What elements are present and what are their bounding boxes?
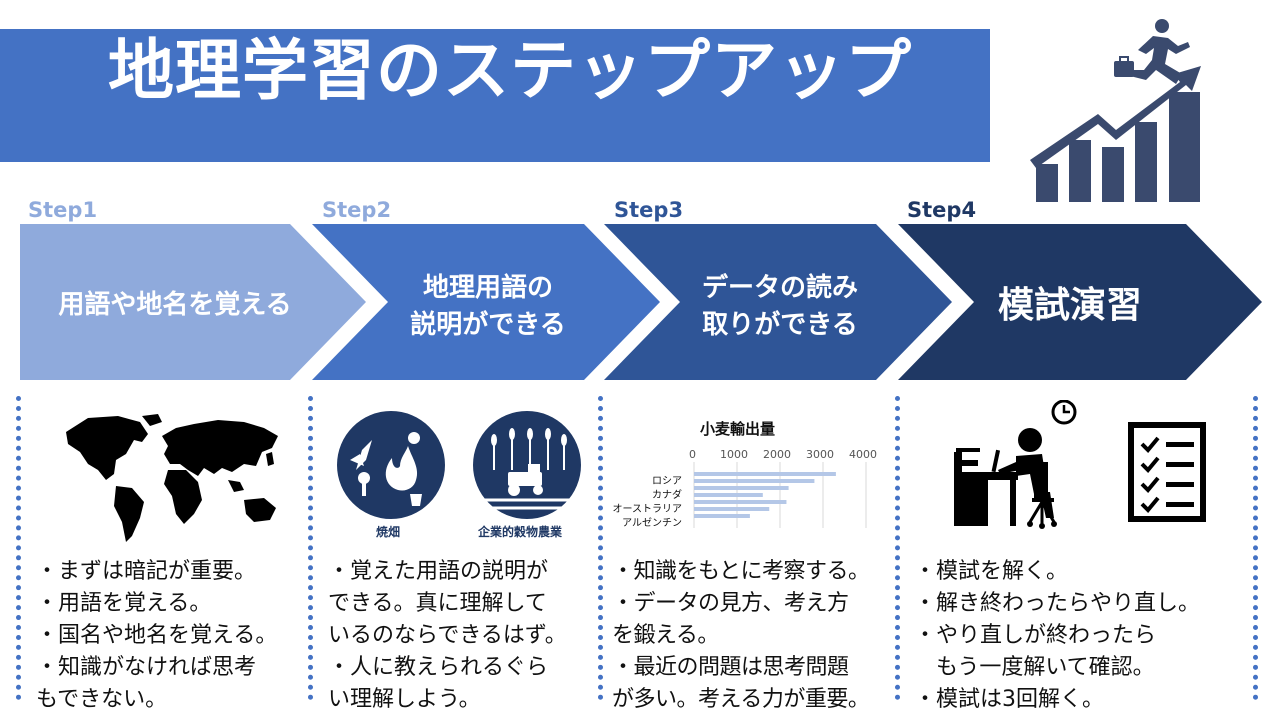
x-tick-2000: 2000 xyxy=(763,448,791,461)
world-map-icon xyxy=(66,414,278,542)
x-tick-0: 0 xyxy=(689,448,696,461)
bar xyxy=(694,486,789,490)
step-arrows xyxy=(20,224,1262,380)
category-russia: ロシア xyxy=(652,476,682,487)
separator-2 xyxy=(308,396,313,700)
wheat-export-chart xyxy=(693,462,867,528)
bar xyxy=(694,514,750,518)
separator-5 xyxy=(1253,396,1258,700)
x-tick-3000: 3000 xyxy=(806,448,834,461)
commercial-grain-farming-label: 企業的穀物農業 xyxy=(478,525,563,539)
page-title: 地理学習のステップアップ xyxy=(108,32,912,109)
step2-description: ・覚えた用語の説明が できる。真に理解して いるのならできるはず。 ・人に教えら… xyxy=(328,559,567,712)
businessman-rising-chart-icon xyxy=(1030,19,1201,202)
step3-label: Step3 xyxy=(614,198,684,222)
step4-label: Step4 xyxy=(907,198,977,222)
title-banner xyxy=(0,29,990,162)
step2-heading: 地理用語の 説明ができる xyxy=(410,273,566,340)
step4-arrow xyxy=(898,224,1262,380)
step2-arrow xyxy=(312,224,660,380)
chart-title: 小麦輸出量 xyxy=(700,420,776,438)
checklist-icon xyxy=(1128,422,1206,522)
step3-heading: データの読み 取りができる xyxy=(701,273,858,340)
step3-arrow xyxy=(604,224,952,380)
commercial-grain-farming-icon xyxy=(473,411,581,519)
step1-arrow xyxy=(20,224,366,380)
x-tick-1000: 1000 xyxy=(720,448,748,461)
step1-description: ・まずは暗記が重要。 ・用語を覚える。 ・国名や地名を覚える。 ・知識がなければ… xyxy=(36,559,278,712)
bar xyxy=(694,479,815,483)
separator-1 xyxy=(16,396,21,700)
step2-label: Step2 xyxy=(322,198,392,222)
step4-heading: 模試演習 xyxy=(997,285,1142,326)
separator-4 xyxy=(895,396,900,700)
slash-and-burn-label: 焼畑 xyxy=(376,525,401,539)
x-tick-4000: 4000 xyxy=(849,448,877,461)
bar xyxy=(694,507,770,511)
category-canada: カナダ xyxy=(652,490,682,501)
bar xyxy=(694,500,787,504)
step4-description: ・模試を解く。 ・解き終わったらやり直し。 ・やり直しが終わったら もう一度解い… xyxy=(914,559,1201,712)
category-argentina: アルゼンチン xyxy=(622,518,682,529)
step1-heading: 用語や地名を覚える xyxy=(58,290,292,320)
step1-label: Step1 xyxy=(28,198,98,222)
category-australia: オーストラリア xyxy=(612,504,683,515)
step3-description: ・知識をもとに考察する。 ・データの見方、考え方 を鍛える。 ・最近の問題は思考… xyxy=(612,559,870,712)
bar xyxy=(694,472,836,476)
slash-and-burn-icon xyxy=(337,411,445,519)
separator-3 xyxy=(598,396,603,700)
bar xyxy=(694,493,763,497)
person-at-desk-clock-icon xyxy=(954,400,1077,529)
